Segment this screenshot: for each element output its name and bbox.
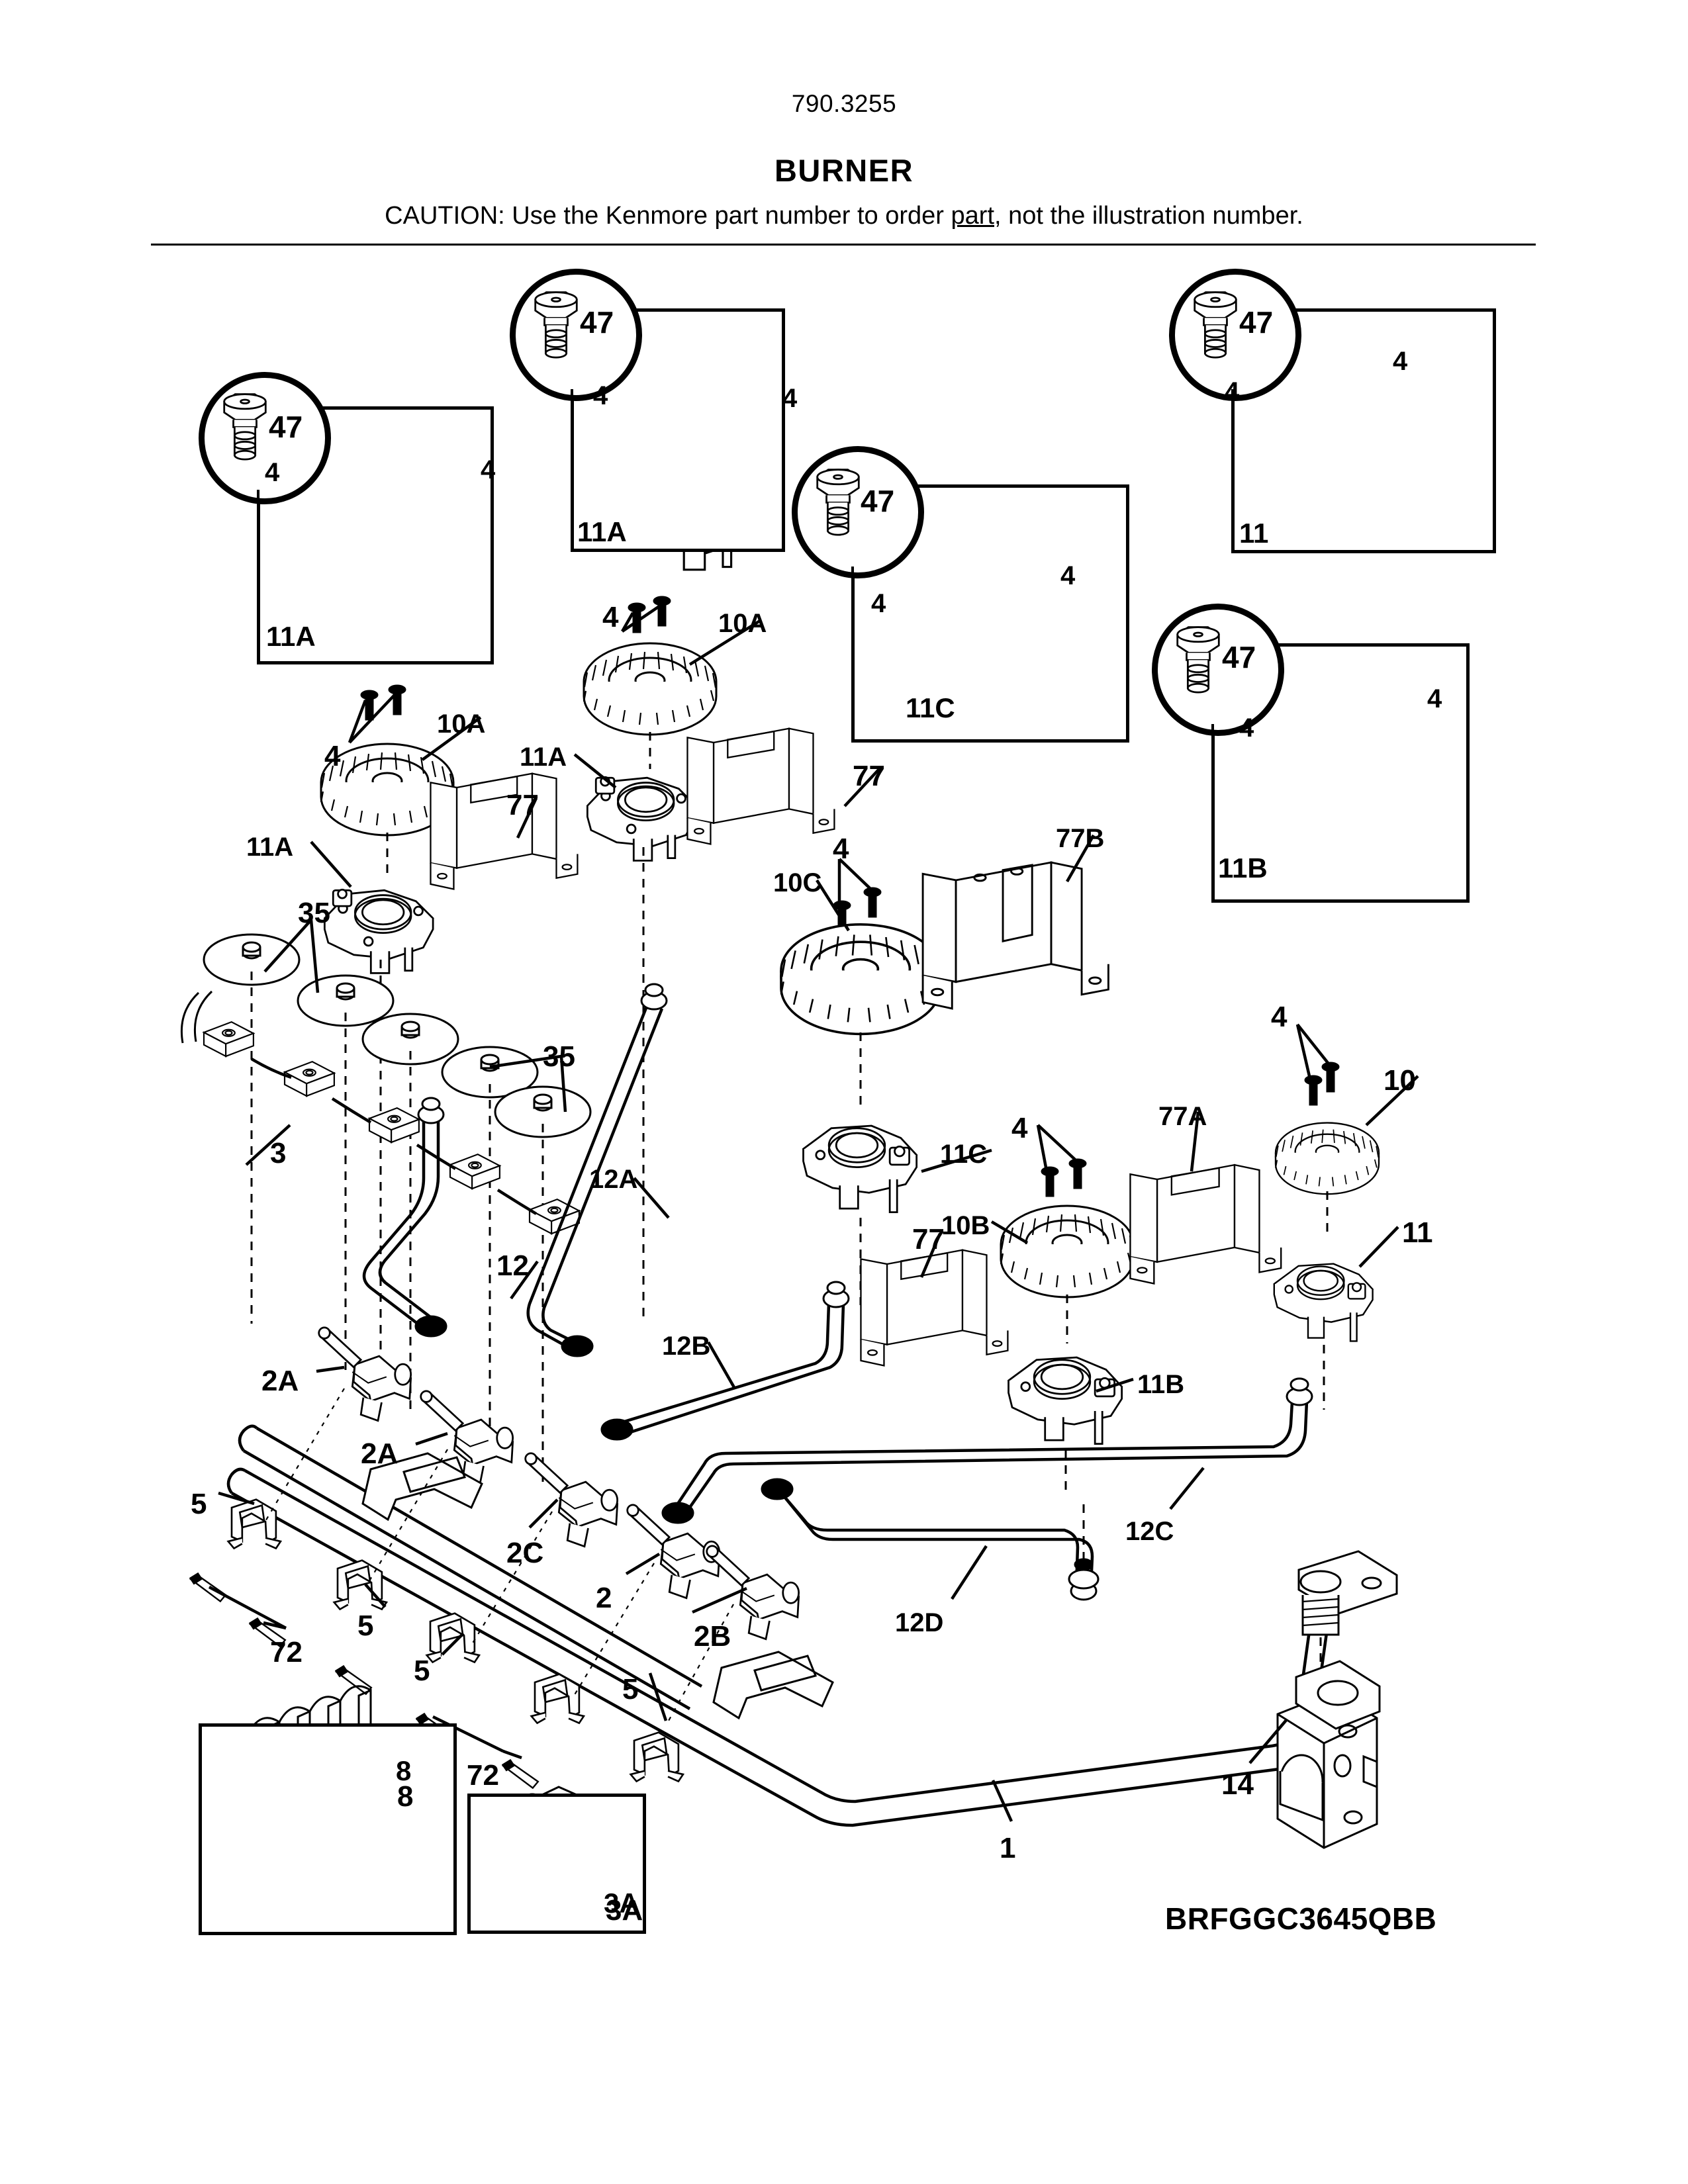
burner-assembly-right-lower [1000, 1124, 1135, 1496]
bubble-label-47-b: 47 [580, 305, 614, 340]
callout-10a-1: 10A [437, 709, 486, 739]
callout-11a-6: 11A [520, 743, 567, 772]
panel-11a-left-screw-label-2: 4 [481, 455, 496, 484]
knob-seals [203, 919, 592, 1489]
panel-label-11a-top: 11A [577, 516, 627, 547]
gas-tubes [362, 983, 1313, 1601]
callout-11b-25: 11B [1137, 1370, 1185, 1399]
callout-10b-18: 10B [941, 1211, 990, 1240]
callout-77-8: 77 [853, 760, 885, 792]
caution-text-pre: CAUTION: Use the Kenmore part number to … [385, 202, 951, 230]
callout-1-39: 1 [1000, 1832, 1016, 1864]
panel-11a-top-screw-label-2: 4 [782, 384, 798, 413]
bubble-label-47-e: 47 [1222, 640, 1256, 674]
bubble-label-47-a: 47 [269, 410, 303, 444]
callout-77-23: 77 [912, 1223, 945, 1255]
panel-11-screw-label-2: 4 [1393, 347, 1408, 376]
caution-note: CAUTION: Use the Kenmore part number to … [0, 202, 1688, 230]
callout-8-41: 8 [397, 1780, 414, 1813]
callout-4-19: 4 [1271, 1001, 1288, 1033]
header-divider [151, 244, 1536, 246]
panel-11b-screw-label-2: 4 [1427, 684, 1442, 713]
panel-spark-module [199, 1723, 457, 1935]
callout-12a-14: 12A [589, 1165, 638, 1194]
bubble-47-panel-11b [1152, 604, 1284, 736]
callout-2a-26: 2A [261, 1365, 299, 1397]
caution-text-underlined: part [951, 202, 994, 230]
callout-3a-42: 3A [606, 1894, 643, 1927]
bubble-stem-e [1211, 724, 1214, 903]
panel-11a-left-screw-label-1: 4 [265, 458, 280, 487]
panel-label-igniter-housing: 3A [604, 1888, 639, 1919]
callout-10c-10: 10C [773, 868, 822, 897]
callout-3-13: 3 [270, 1137, 287, 1169]
bracket-77-upper [686, 727, 835, 845]
callout-10-20: 10 [1383, 1064, 1416, 1097]
panel-label-11a-left: 11A [266, 621, 316, 652]
appliance-model-code: BRFGGC3645QBB [1165, 1901, 1437, 1936]
callout-4-9: 4 [833, 833, 849, 865]
gas-valves [318, 1326, 800, 1641]
bubble-47-panel-11c [792, 446, 924, 578]
panel-label-11: 11 [1239, 518, 1269, 549]
manifold-pipe [238, 1424, 834, 1720]
panel-igniter-housing [467, 1794, 646, 1934]
callout-4-4: 4 [602, 601, 619, 633]
page-model-number: 790.3255 [791, 90, 897, 117]
bracket-77-center [860, 1249, 1009, 1367]
callout-11-22: 11 [1402, 1216, 1433, 1249]
callout-2-29: 2 [596, 1582, 612, 1614]
callout-4-0: 4 [324, 740, 341, 772]
callout-10a-5: 10A [718, 609, 767, 638]
callout-4-17: 4 [1011, 1112, 1028, 1144]
panel-label-spark-module: 8 [396, 1755, 412, 1786]
panel-label-11c: 11C [906, 692, 955, 723]
callout-12b-24: 12B [662, 1332, 711, 1361]
callout-5-34: 5 [622, 1673, 639, 1706]
callout-77b-11: 77B [1056, 824, 1105, 853]
callout-5-32: 5 [357, 1610, 374, 1642]
callout-12-15: 12 [496, 1250, 529, 1282]
callout-5-33: 5 [414, 1655, 430, 1687]
callout-12c-37: 12C [1125, 1517, 1174, 1546]
panel-label-11b: 11B [1218, 852, 1268, 884]
panel-11c-screw-label-1: 4 [871, 589, 886, 618]
callout-77-7: 77 [506, 789, 539, 821]
callout-35-3: 35 [298, 897, 330, 929]
callout-2c-28: 2C [506, 1537, 544, 1569]
bracket-77b [921, 861, 1109, 1010]
callout-2b-30: 2B [694, 1620, 731, 1653]
bubble-stem-d [1231, 389, 1234, 552]
bubble-label-47-c: 47 [861, 484, 895, 518]
callout-35-12: 35 [543, 1040, 575, 1073]
callout-11c-16: 11C [940, 1140, 988, 1169]
callout-72-35: 72 [270, 1636, 303, 1668]
igniter-harness [180, 990, 580, 1235]
callout-72-36: 72 [467, 1759, 499, 1792]
callout-77a-21: 77A [1158, 1102, 1207, 1131]
bubble-stem-a [257, 490, 259, 663]
callout-11a-2: 11A [246, 833, 294, 862]
panel-11-screw-label-1: 4 [1225, 377, 1240, 406]
bubble-stem-b [571, 389, 573, 551]
callout-2a-27: 2A [361, 1437, 399, 1470]
page-title: BURNER [774, 153, 914, 188]
callout-14-40: 14 [1221, 1768, 1254, 1801]
callout-5-31: 5 [191, 1488, 207, 1520]
panel-11b-screw-label-1: 4 [1239, 713, 1254, 743]
burner-assembly-left [320, 684, 455, 1363]
bubble-label-47-d: 47 [1239, 305, 1274, 340]
caution-text-post: , not the illustration number. [994, 202, 1303, 230]
valve-alignment-lines [264, 1388, 734, 1721]
bracket-77a [1129, 1163, 1282, 1285]
panel-11c-screw-label-2: 4 [1060, 561, 1076, 590]
pressure-regulator [1276, 1660, 1381, 1849]
bubble-47-panel-11a-top [510, 269, 642, 401]
bracket-77-left [430, 772, 579, 890]
burner-assembly-upper [583, 596, 718, 1317]
burner-assembly-far-right [1273, 1023, 1380, 1410]
bubble-stem-c [851, 567, 854, 741]
panel-11a-top-screw-label-1: 4 [593, 381, 608, 410]
callout-12d-38: 12D [895, 1608, 944, 1637]
